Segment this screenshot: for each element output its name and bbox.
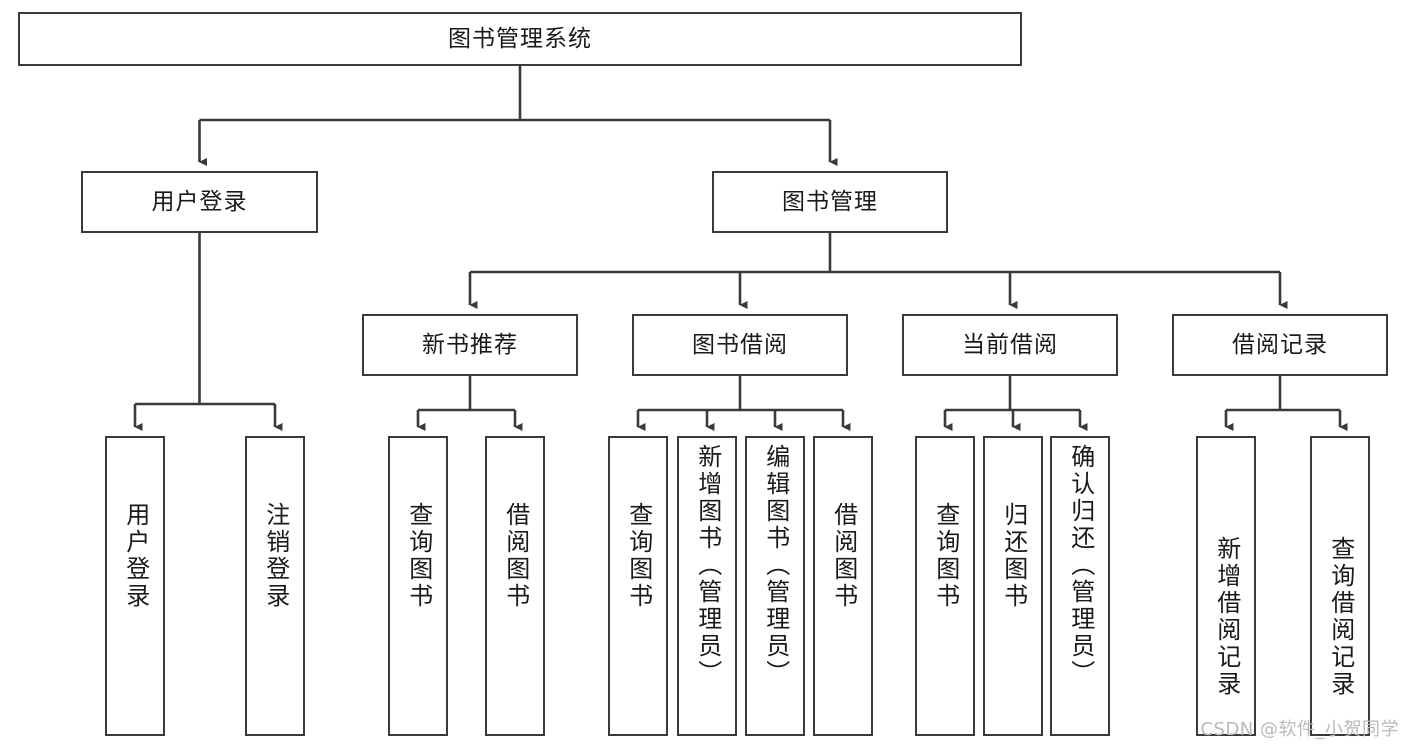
- node-label: 用户登录: [121, 502, 150, 610]
- node-label: 新增借阅记录: [1212, 536, 1241, 698]
- node-borrow-record[interactable]: 借阅记录: [1172, 314, 1388, 376]
- node-label: 借阅图书: [829, 502, 858, 610]
- node-leaf-confirm-return[interactable]: 确认归还（管理员）: [1050, 436, 1110, 736]
- node-label: 查询图书: [404, 502, 433, 610]
- node-new-book-recommend[interactable]: 新书推荐: [362, 314, 578, 376]
- node-leaf-query-book-2[interactable]: 查询图书: [608, 436, 668, 736]
- node-label: 确认归还（管理员）: [1066, 444, 1095, 687]
- node-leaf-query-book-3[interactable]: 查询图书: [915, 436, 975, 736]
- node-leaf-add-record[interactable]: 新增借阅记录: [1196, 436, 1256, 736]
- node-label: 图书管理系统: [448, 25, 592, 52]
- node-leaf-add-book[interactable]: 新增图书（管理员）: [677, 436, 737, 736]
- node-label: 借阅记录: [1232, 331, 1328, 358]
- node-leaf-query-book-1[interactable]: 查询图书: [388, 436, 448, 736]
- node-label: 图书管理: [782, 188, 878, 215]
- node-label: 注销登录: [261, 502, 290, 610]
- node-leaf-edit-book[interactable]: 编辑图书（管理员）: [745, 436, 805, 736]
- node-leaf-query-record[interactable]: 查询借阅记录: [1310, 436, 1370, 736]
- node-user-login[interactable]: 用户登录: [81, 171, 318, 233]
- node-label: 图书借阅: [692, 331, 788, 358]
- node-label: 当前借阅: [962, 331, 1058, 358]
- node-leaf-borrow-book-2[interactable]: 借阅图书: [813, 436, 873, 736]
- node-label: 查询图书: [624, 502, 653, 610]
- node-label: 新增图书（管理员）: [693, 444, 722, 687]
- node-label: 查询借阅记录: [1326, 536, 1355, 698]
- node-label: 归还图书: [999, 502, 1028, 610]
- node-label: 用户登录: [151, 188, 248, 215]
- node-leaf-user-login[interactable]: 用户登录: [105, 436, 165, 736]
- node-leaf-borrow-book-1[interactable]: 借阅图书: [485, 436, 545, 736]
- node-root[interactable]: 图书管理系统: [18, 12, 1022, 66]
- node-leaf-return-book[interactable]: 归还图书: [983, 436, 1043, 736]
- node-label: 编辑图书（管理员）: [761, 444, 790, 687]
- node-current-borrow[interactable]: 当前借阅: [902, 314, 1118, 376]
- node-book-manage[interactable]: 图书管理: [712, 171, 948, 233]
- node-leaf-logout[interactable]: 注销登录: [245, 436, 305, 736]
- node-label: 借阅图书: [501, 502, 530, 610]
- node-book-borrow[interactable]: 图书借阅: [632, 314, 848, 376]
- node-label: 查询图书: [931, 502, 960, 610]
- watermark-text: CSDN @软件_小贺同学: [1200, 719, 1399, 740]
- node-label: 新书推荐: [422, 331, 518, 358]
